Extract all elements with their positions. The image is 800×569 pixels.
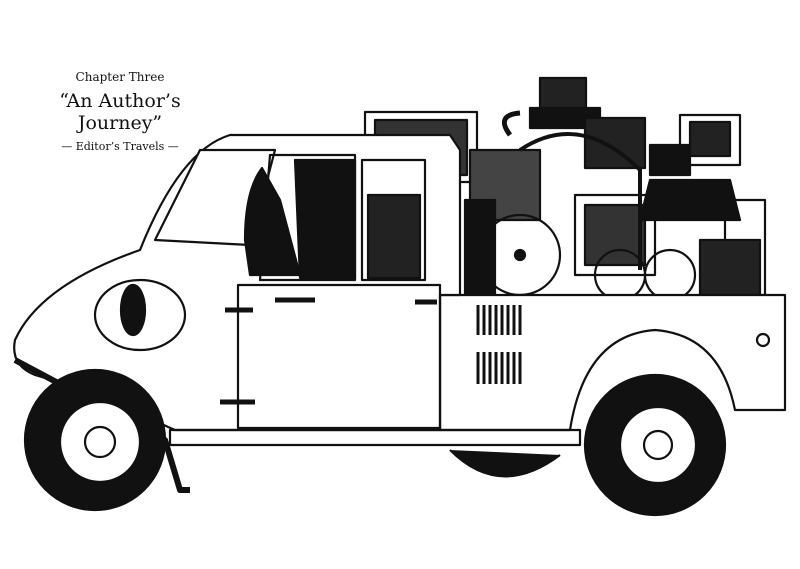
chapter-caption: Chapter Three “An Author’s Journey” — Ed… (20, 70, 220, 153)
rear-wheel (583, 373, 727, 517)
hidden-rear-wheel (449, 449, 561, 478)
truck-cab (13, 133, 582, 493)
cargo-pile (363, 76, 767, 302)
chapter-subtitle: — Editor’s Travels — (61, 140, 179, 153)
front-wheel (23, 368, 167, 512)
truck-bed (438, 293, 787, 432)
chapter-title: “An Author’s Journey” (59, 90, 181, 134)
chapter-label: Chapter Three (75, 70, 165, 84)
